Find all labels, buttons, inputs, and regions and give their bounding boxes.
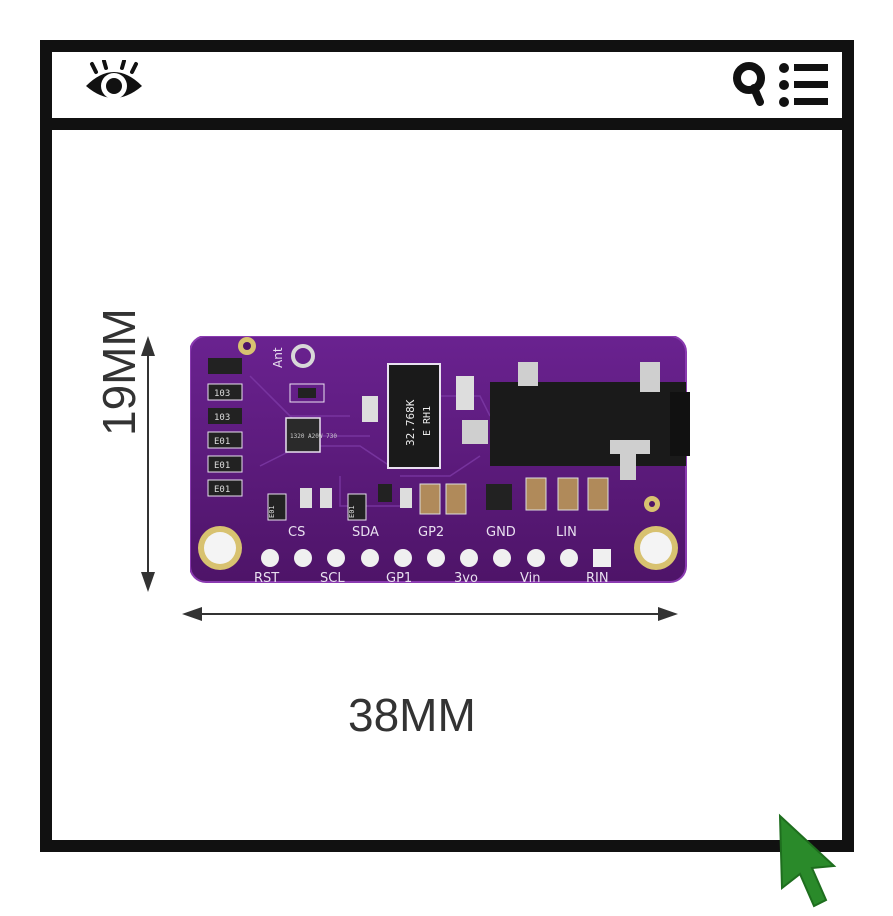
pin-label-rin: RIN <box>586 571 609 586</box>
pin-label-vin: Vin <box>520 571 540 586</box>
pin-label-gp2: GP2 <box>418 525 444 540</box>
svg-text:E01: E01 <box>348 505 356 518</box>
antenna-label: Ant <box>271 347 285 368</box>
svg-text:E01: E01 <box>268 505 276 518</box>
svg-text:103: 103 <box>214 413 230 423</box>
header-pins <box>261 549 611 567</box>
arrow-cursor-icon <box>778 813 837 908</box>
browser-window: 19MM 38MM <box>40 40 854 852</box>
pin-label-lin: LIN <box>556 525 577 540</box>
svg-text:E RH1: E RH1 <box>422 406 433 436</box>
search-icon[interactable] <box>732 62 768 108</box>
audio-jack <box>462 362 690 480</box>
pcb-board-image: Ant 103 103 E01 E01 E01 1320 A20W 730 <box>190 336 690 586</box>
svg-text:E01: E01 <box>214 461 230 471</box>
pin-label-gnd: GND <box>486 525 516 540</box>
image-viewer: 19MM 38MM <box>52 130 842 840</box>
pin-label-rst: RST <box>254 571 279 586</box>
toolbar <box>52 52 842 130</box>
svg-text:E01: E01 <box>214 485 230 495</box>
pin-label-3vo: 3vo <box>454 571 478 586</box>
pin-label-scl: SCL <box>320 571 345 586</box>
list-menu-icon[interactable] <box>778 62 830 108</box>
crystal-oscillator <box>387 363 441 469</box>
bottom-components: E01 E01 <box>267 477 660 521</box>
pin-label-sda: SDA <box>352 525 379 540</box>
svg-text:103: 103 <box>214 389 230 399</box>
svg-text:32.768K: 32.768K <box>404 399 417 446</box>
width-dimension-label: 38MM <box>348 689 476 741</box>
resistor-column: 103 103 E01 E01 E01 <box>207 358 243 497</box>
pin-label-cs: CS <box>288 525 305 540</box>
pin-label-gp1: GP1 <box>386 571 412 586</box>
height-dimension-label: 19MM <box>93 308 145 436</box>
eye-icon[interactable] <box>82 60 146 108</box>
svg-text:1320 A20W 730: 1320 A20W 730 <box>290 433 337 440</box>
ic-chip <box>285 417 321 453</box>
svg-text:E01: E01 <box>214 437 230 447</box>
